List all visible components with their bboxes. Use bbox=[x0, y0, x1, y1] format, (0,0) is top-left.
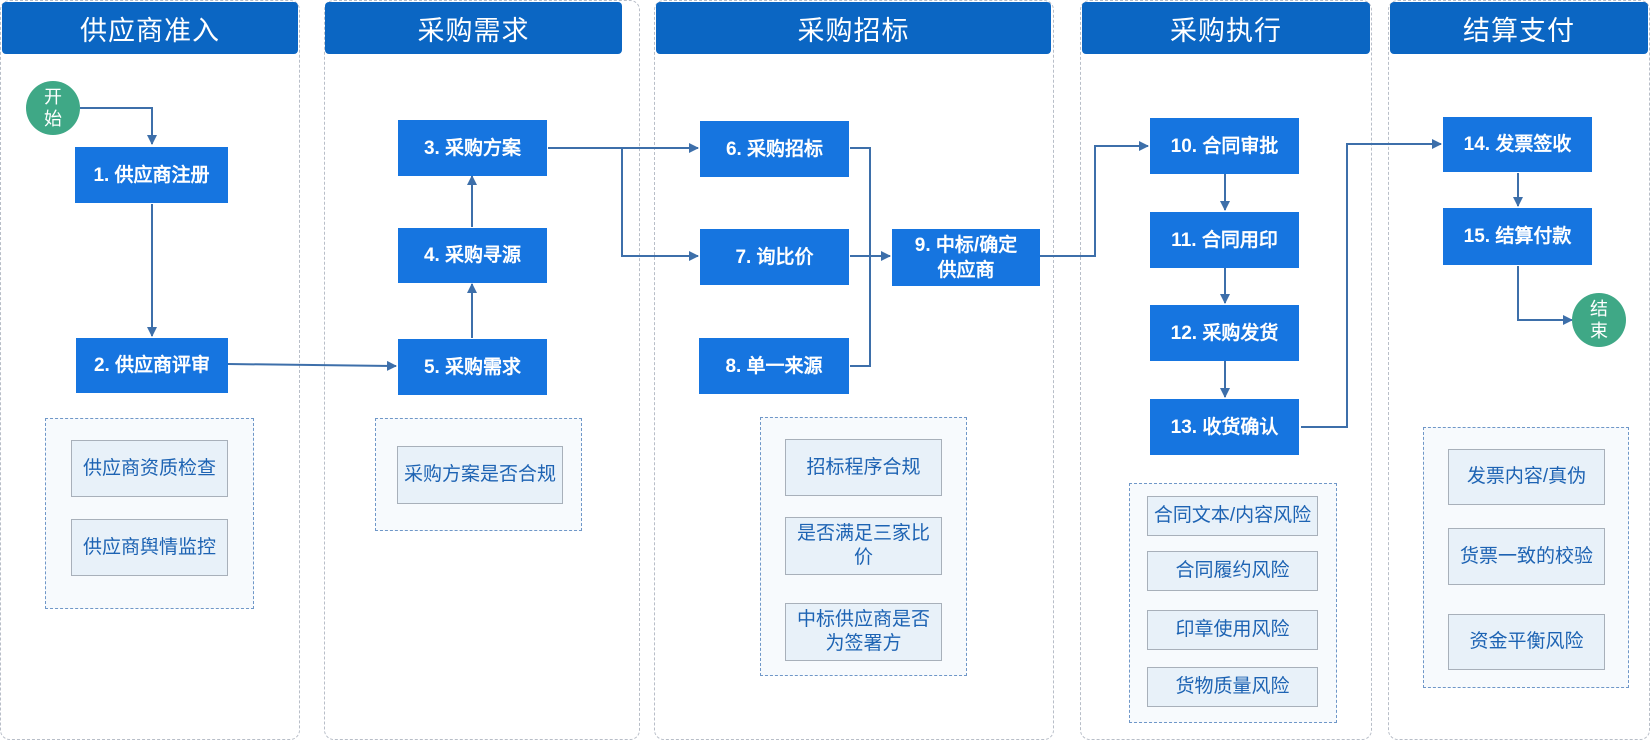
lane-header-settlement-payment: 结算支付 bbox=[1390, 2, 1648, 54]
risk-invoice-content-authenticity: 发票内容/真伪 bbox=[1448, 449, 1605, 505]
lane-header-purchase-tender: 采购招标 bbox=[656, 2, 1051, 54]
edge-step15-to-end bbox=[1517, 266, 1573, 325]
start-terminal: 开 始 bbox=[26, 81, 80, 135]
risk-three-quote-comparison: 是否满足三家比 价 bbox=[785, 517, 942, 575]
lane-header-purchase-demand: 采购需求 bbox=[325, 2, 622, 54]
step-12-purchase-shipment[interactable]: 12. 采购发货 bbox=[1150, 305, 1299, 361]
step-5-purchase-demand[interactable]: 5. 采购需求 bbox=[398, 339, 547, 395]
step-13-receipt-confirmation[interactable]: 13. 收货确认 bbox=[1150, 399, 1299, 455]
lane-supplier-admission bbox=[0, 0, 300, 740]
step-3-purchase-plan[interactable]: 3. 采购方案 bbox=[398, 120, 547, 176]
risk-supplier-qualification-check: 供应商资质检查 bbox=[71, 440, 228, 497]
lane-header-purchase-execution: 采购执行 bbox=[1082, 2, 1370, 54]
edge-step8-to-step9 bbox=[850, 256, 871, 367]
step-8-single-source[interactable]: 8. 单一来源 bbox=[699, 338, 849, 394]
edge-step13-to-step14 bbox=[1301, 139, 1442, 428]
edge-step6-to-step9 bbox=[850, 147, 871, 256]
step-1-supplier-registration[interactable]: 1. 供应商注册 bbox=[75, 147, 228, 203]
risk-seal-usage: 印章使用风险 bbox=[1147, 610, 1318, 650]
step-4-purchase-sourcing[interactable]: 4. 采购寻源 bbox=[398, 228, 547, 283]
step-14-invoice-receipt[interactable]: 14. 发票签收 bbox=[1443, 117, 1592, 172]
edge-start-to-step1 bbox=[80, 107, 157, 145]
risk-goods-invoice-consistency: 货票一致的校验 bbox=[1448, 528, 1605, 585]
step-9-award-supplier[interactable]: 9. 中标/确定 供应商 bbox=[892, 229, 1040, 286]
risk-fund-balance: 资金平衡风险 bbox=[1448, 614, 1605, 670]
risk-tender-procedure-compliance: 招标程序合规 bbox=[785, 439, 942, 496]
lane-header-supplier-admission: 供应商准入 bbox=[2, 2, 298, 54]
lane-purchase-execution bbox=[1080, 0, 1372, 740]
lane-purchase-tender bbox=[654, 0, 1054, 740]
risk-goods-quality: 货物质量风险 bbox=[1147, 667, 1318, 707]
step-11-contract-seal[interactable]: 11. 合同用印 bbox=[1150, 212, 1299, 268]
edge-step2-to-step5 bbox=[227, 360, 397, 371]
step-6-purchase-tender[interactable]: 6. 采购招标 bbox=[700, 121, 849, 177]
edge-step9-to-step10 bbox=[1040, 141, 1149, 257]
step-15-settlement-payment[interactable]: 15. 结算付款 bbox=[1443, 208, 1592, 265]
risk-contract-text-content: 合同文本/内容风险 bbox=[1147, 496, 1318, 536]
edge-step3-to-step7 bbox=[621, 148, 699, 261]
risk-purchase-plan-compliance: 采购方案是否合规 bbox=[397, 446, 563, 504]
step-2-supplier-review[interactable]: 2. 供应商评审 bbox=[76, 338, 228, 393]
lane-purchase-demand bbox=[324, 0, 640, 740]
risk-winning-supplier-signatory: 中标供应商是否 为签署方 bbox=[785, 603, 942, 661]
step-7-price-inquiry[interactable]: 7. 询比价 bbox=[700, 229, 849, 285]
risk-contract-performance: 合同履约风险 bbox=[1147, 551, 1318, 591]
end-terminal: 结 束 bbox=[1572, 293, 1626, 347]
step-10-contract-approval[interactable]: 10. 合同审批 bbox=[1150, 118, 1299, 174]
risk-supplier-public-opinion: 供应商舆情监控 bbox=[71, 519, 228, 576]
